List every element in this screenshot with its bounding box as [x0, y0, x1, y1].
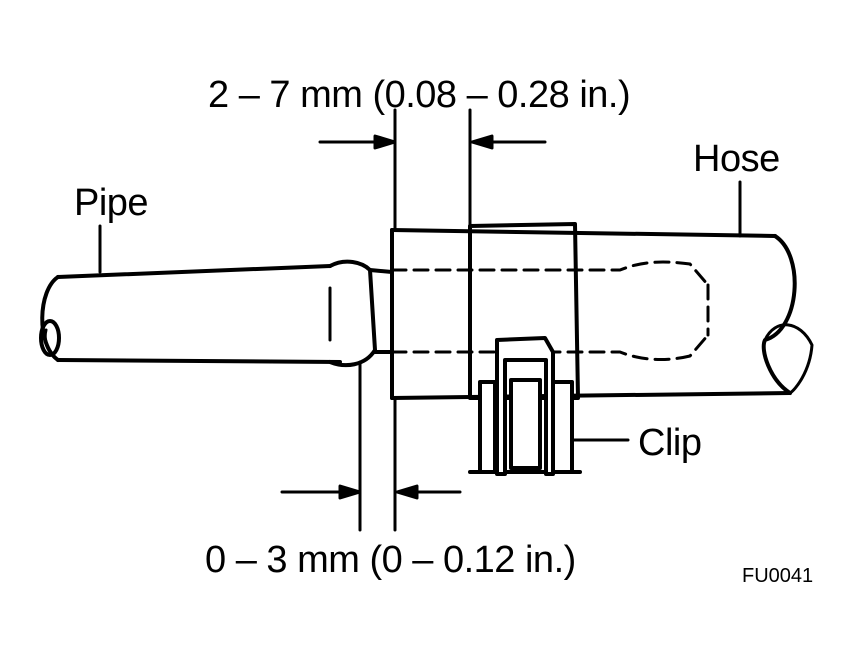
clip-left-leg [478, 380, 497, 474]
pipe-bore-inner [43, 328, 53, 354]
clip-body [468, 222, 580, 400]
pipe-bore [39, 319, 61, 357]
hose [390, 228, 814, 400]
clip-label: Clip [638, 422, 702, 464]
pipe-bulge [328, 259, 377, 368]
hose-bore [763, 323, 814, 395]
hidden-top-line [390, 260, 710, 287]
pipe-bottom-edge [56, 358, 342, 364]
top-arrow-right-head [470, 134, 494, 150]
top-dimension [318, 108, 547, 232]
bottom-dimension-label: 0 – 3 mm (0 – 0.12 in.) [205, 539, 576, 581]
pipe-top-edge [56, 264, 332, 279]
clip-inner-slot [509, 378, 542, 470]
clip-right-leg [551, 380, 574, 474]
leader-lines [98, 180, 742, 442]
hose-bottom-edge [390, 391, 792, 400]
pipe-to-hose-top [368, 268, 394, 274]
pipe [39, 259, 394, 368]
bottom-dimension [280, 360, 462, 532]
clip-inner-bracket [495, 336, 555, 476]
hidden-pipe-lines [390, 260, 710, 361]
figure-code: FU0041 [742, 565, 814, 587]
hidden-bottom-line [390, 333, 710, 361]
bottom-arrow-left-head [338, 484, 362, 500]
hose-label: Hose [693, 138, 780, 180]
bottom-arrow-right-head [395, 484, 419, 500]
top-arrow-left-head [373, 134, 397, 150]
hose-right-end [761, 234, 797, 395]
clip [468, 222, 582, 476]
pipe-label: Pipe [74, 182, 149, 224]
hose-top-edge [390, 228, 777, 238]
top-dimension-label: 2 – 7 mm (0.08 – 0.28 in.) [208, 74, 631, 116]
